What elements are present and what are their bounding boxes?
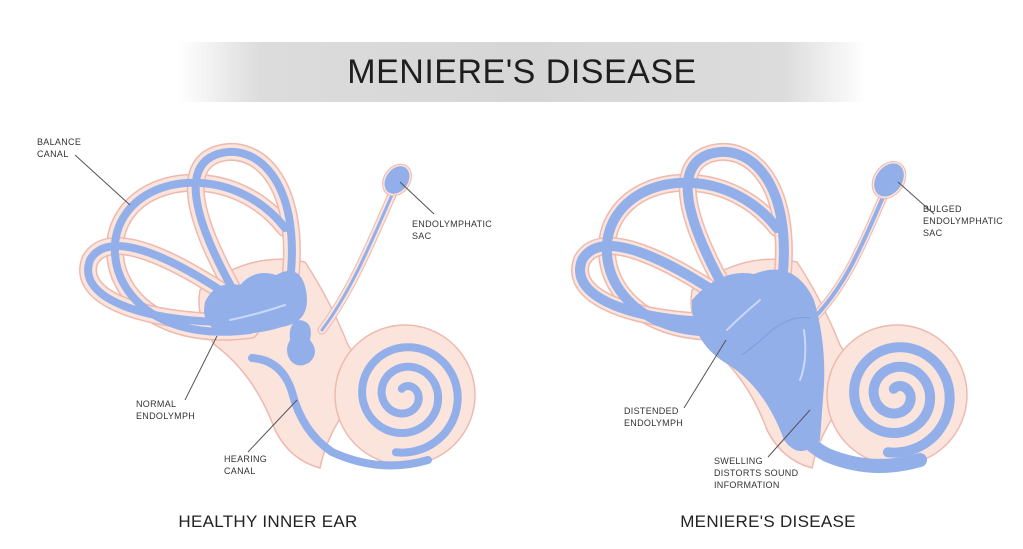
- canal-fluid: [682, 146, 789, 293]
- page-title: MENIERE'S DISEASE: [347, 53, 697, 91]
- title-banner: [178, 42, 866, 102]
- endolymphatic-sac: [384, 166, 410, 194]
- leader-line: [767, 409, 811, 458]
- leader-line: [399, 181, 435, 215]
- membrane-line: [741, 317, 811, 356]
- meniere-ear: [571, 142, 968, 473]
- leader-line: [184, 335, 218, 401]
- highlight: [229, 304, 286, 321]
- duct-fluid: [810, 193, 886, 322]
- highlight: [799, 329, 807, 381]
- canal-fluid: [84, 242, 242, 326]
- label-balance-canal: BALANCE CANAL: [37, 137, 82, 159]
- saccule: [287, 320, 315, 366]
- caption-healthy: HEALTHY INNER EAR: [178, 512, 358, 531]
- label-bulged-sac: BULGED ENDOLYMPHATIC SAC: [923, 204, 1004, 238]
- label-normal-endolymph: NORMAL ENDOLYMPH: [136, 399, 196, 421]
- leader-line: [897, 181, 935, 215]
- cochlea-spiral: [358, 343, 462, 457]
- highlight: [726, 299, 761, 331]
- label-distended-endolymph: DISTENDED ENDOLYMPH: [624, 406, 684, 428]
- caption-meniere: MENIERE'S DISEASE: [680, 512, 856, 531]
- healthy-ear: [79, 142, 476, 470]
- leader-line: [683, 339, 727, 409]
- label-swelling: SWELLING DISTORTS SOUND INFORMATION: [714, 456, 799, 490]
- label-hearing-canal: HEARING CANAL: [224, 454, 268, 476]
- canal-fluid: [191, 147, 296, 292]
- leader-line: [74, 154, 131, 206]
- distended-endolymph: [691, 269, 825, 451]
- hearing-canal: [248, 354, 432, 470]
- normal-endolymph: [204, 270, 307, 334]
- cochlea-spiral: [849, 342, 955, 458]
- endolymphatic-sac: [874, 163, 904, 197]
- label-endolymphatic-sac: ENDOLYMPHATIC SAC: [412, 219, 493, 241]
- leader-line: [247, 399, 298, 453]
- duct-fluid: [320, 193, 394, 332]
- canal-fluid: [575, 241, 735, 327]
